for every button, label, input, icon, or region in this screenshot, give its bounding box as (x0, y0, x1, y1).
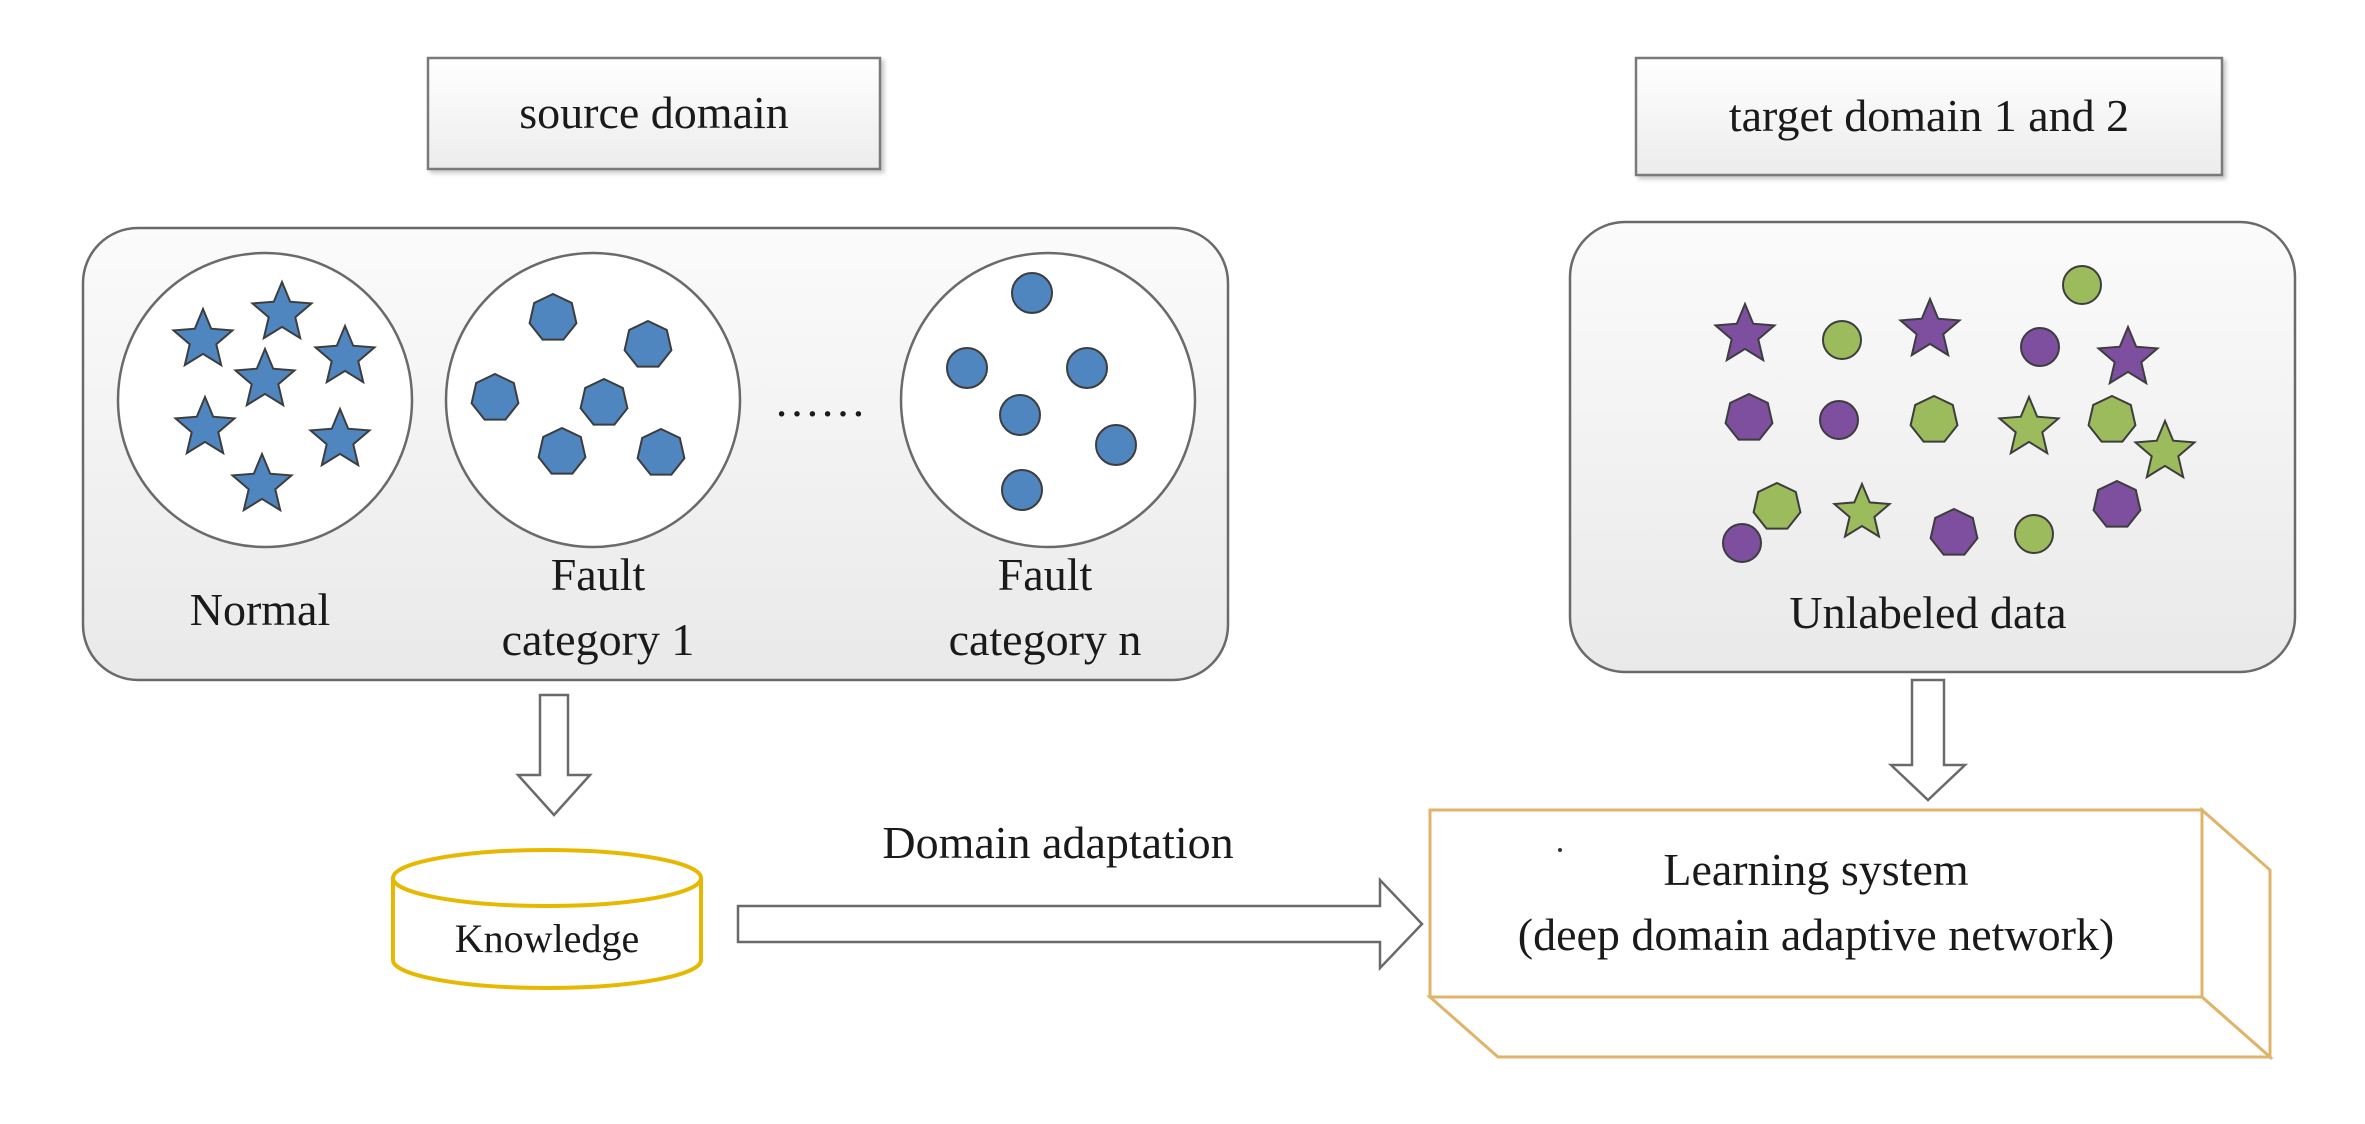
fault-category-1-label-line2: category 1 (502, 614, 695, 665)
domain-adaptation-label: Domain adaptation (882, 817, 1233, 868)
star-icon (230, 451, 294, 513)
star-icon (1831, 481, 1893, 539)
heptagon-icon (636, 427, 686, 476)
learning-system-box: Learning system (deep domain adaptive ne… (1426, 806, 2274, 1061)
dot-icon (1095, 424, 1137, 466)
heptagon-icon (1909, 394, 1959, 443)
star-icon (308, 406, 372, 468)
star-icon (173, 394, 237, 456)
dot-icon (1001, 469, 1043, 511)
star-icon (171, 306, 235, 368)
normal-label: Normal (190, 584, 331, 635)
fault-category-1-markers (470, 292, 686, 476)
dot-icon (1722, 523, 1762, 563)
dot-icon (1011, 272, 1053, 314)
fault-category-n-label-line1: Fault (998, 549, 1093, 600)
stray-dot (1558, 848, 1562, 852)
dot-icon (1819, 400, 1859, 440)
target-domain-panel: Unlabeled data (1568, 220, 2297, 674)
heptagon-icon (623, 319, 673, 368)
source-domain-title: source domain (519, 87, 789, 138)
normal-markers (171, 279, 377, 513)
learning-system-title: Learning system (1663, 844, 1969, 895)
fault-category-n-markers (946, 272, 1137, 511)
fault-category-n-label-line2: category n (949, 614, 1142, 665)
dot-icon (999, 394, 1041, 436)
knowledge-database: Knowledge (391, 848, 703, 990)
star-icon (233, 346, 297, 408)
normal-cluster (116, 251, 414, 549)
target-to-learning-arrow (1887, 678, 1969, 802)
target-domain-title: target domain 1 and 2 (1729, 90, 2129, 141)
dot-icon (1822, 320, 1862, 360)
ellipsis: …… (774, 375, 866, 426)
star-icon (313, 323, 377, 385)
star-icon (1713, 301, 1777, 363)
heptagon-icon (2092, 479, 2142, 528)
target-domain-header: target domain 1 and 2 (1634, 56, 2224, 177)
heptagon-icon (2087, 394, 2137, 443)
star-icon (1997, 394, 2061, 456)
fault-category-n-cluster (899, 251, 1197, 549)
fault-category-1-label-line1: Fault (551, 549, 646, 600)
dot-icon (1066, 347, 1108, 389)
star-icon (1898, 296, 1962, 358)
heptagon-icon (537, 426, 587, 475)
heptagon-icon (579, 377, 629, 426)
learning-system-subtitle: (deep domain adaptive network) (1518, 909, 2115, 960)
star-icon (2096, 324, 2160, 386)
heptagon-icon (1724, 392, 1774, 441)
dot-icon (2014, 514, 2054, 554)
knowledge-label: Knowledge (455, 916, 639, 961)
dot-icon (2020, 327, 2060, 367)
source-to-knowledge-arrow (515, 693, 593, 817)
star-icon (2133, 418, 2197, 480)
dot-icon (946, 347, 988, 389)
source-domain-header: source domain (426, 56, 882, 171)
heptagon-icon (1929, 507, 1979, 556)
unlabeled-data-caption: Unlabeled data (1789, 587, 2066, 638)
heptagon-icon (470, 372, 520, 421)
unlabeled-data-markers (1713, 265, 2197, 563)
star-icon (250, 279, 314, 341)
heptagon-icon (528, 292, 578, 341)
domain-adaptation-arrow (736, 876, 1424, 972)
heptagon-icon (1752, 481, 1802, 530)
dot-icon (2062, 265, 2102, 305)
source-domain-panel: …… Normal Fault category 1 Fault categor… (81, 226, 1230, 682)
